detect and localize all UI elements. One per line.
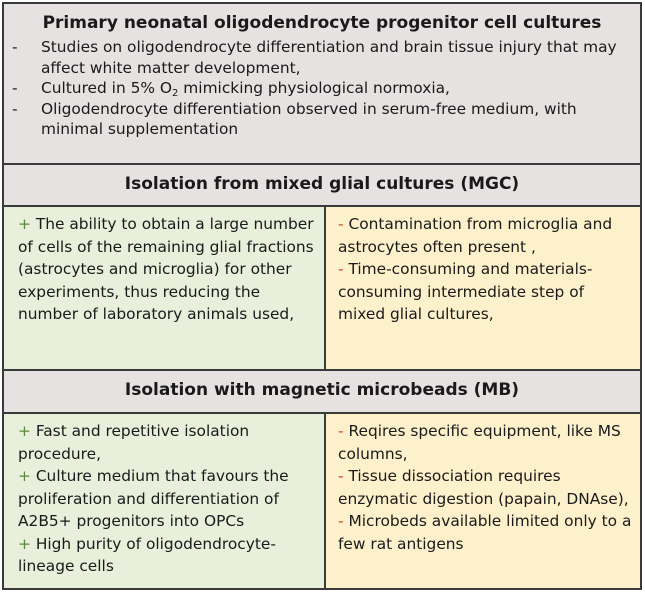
mgc-cons-cell: - Contamination from microglia and astro… (326, 207, 640, 369)
pro-text: The ability to obtain a large number of … (18, 215, 314, 323)
pro-item: + Culture medium that favours the prolif… (18, 465, 316, 533)
header-bullet-text: Oligodendrocyte differentiation observed… (41, 99, 577, 139)
mgc-title: Isolation from mixed glial cultures (MGC… (124, 174, 520, 194)
mb-pros-cell: + Fast and repetitive isolation procedur… (4, 414, 326, 588)
mgc-row: + The ability to obtain a large number o… (4, 205, 640, 369)
minus-icon: - (338, 260, 344, 278)
plus-icon: + (18, 215, 31, 233)
bullet-dash: - (12, 79, 18, 97)
con-text: Tissue dissociation requires enzymatic d… (338, 467, 629, 508)
bullet-dash: - (12, 99, 18, 118)
pro-text: Fast and repetitive isolation procedure, (18, 422, 250, 463)
con-item: - Reqires specific equipment, like MS co… (338, 420, 632, 465)
con-item: - Time-consuming and materials-consuming… (338, 258, 632, 326)
pro-item: + Fast and repetitive isolation procedur… (18, 420, 316, 465)
mb-title: Isolation with magnetic microbeads (MB) (124, 380, 520, 400)
minus-icon: - (338, 215, 344, 233)
oxygen-subscript: 2 (172, 88, 179, 99)
header-bullet: - Oligodendrocyte differentiation observ… (4, 99, 640, 140)
mb-row: + Fast and repetitive isolation procedur… (4, 412, 640, 588)
mgc-pros-cell: + The ability to obtain a large number o… (4, 207, 326, 369)
header-title: Primary neonatal oligodendrocyte progeni… (42, 13, 602, 33)
con-item: - Contamination from microglia and astro… (338, 213, 632, 258)
header-bullet: - Studies on oligodendrocyte differentia… (4, 37, 640, 78)
con-item: - Tissue dissociation requires enzymatic… (338, 465, 632, 510)
plus-icon: + (18, 422, 31, 440)
header-bullet: - Cultured in 5% O2 mimicking physiologi… (4, 78, 640, 99)
header-bullet-text: Studies on oligodendrocyte differentiati… (41, 38, 617, 77)
con-text: Microbeds available limited only to a fe… (338, 512, 632, 553)
plus-icon: + (18, 534, 31, 553)
con-item: - Microbeds available limited only to a … (338, 510, 632, 555)
minus-icon: - (338, 422, 344, 440)
con-text: Time-consuming and materials-consuming i… (338, 260, 593, 323)
plus-icon: + (18, 467, 31, 485)
mgc-title-row: Isolation from mixed glial cultures (MGC… (4, 163, 640, 205)
pro-text: High purity of oligodendrocyte-lineage c… (18, 534, 276, 576)
header-bullet-text: Cultured in 5% O (41, 79, 173, 97)
con-text: Reqires specific equipment, like MS colu… (338, 422, 621, 463)
con-text: Contamination from microglia and astrocy… (338, 215, 613, 256)
header-bullet-list: - Studies on oligodendrocyte differentia… (4, 37, 640, 140)
pro-item: + High purity of oligodendrocyte-lineage… (18, 533, 316, 578)
mb-cons-cell: - Reqires specific equipment, like MS co… (326, 414, 640, 588)
pro-item: + The ability to obtain a large number o… (18, 213, 316, 326)
bullet-dash: - (12, 38, 18, 56)
minus-icon: - (338, 467, 344, 485)
header-bullet-tail: mimicking physiological normoxia, (178, 79, 450, 97)
mb-title-row: Isolation with magnetic microbeads (MB) (4, 369, 640, 412)
minus-icon: - (338, 512, 344, 530)
pro-text: Culture medium that favours the prolifer… (18, 467, 289, 530)
header-section: Primary neonatal oligodendrocyte progeni… (4, 4, 640, 163)
